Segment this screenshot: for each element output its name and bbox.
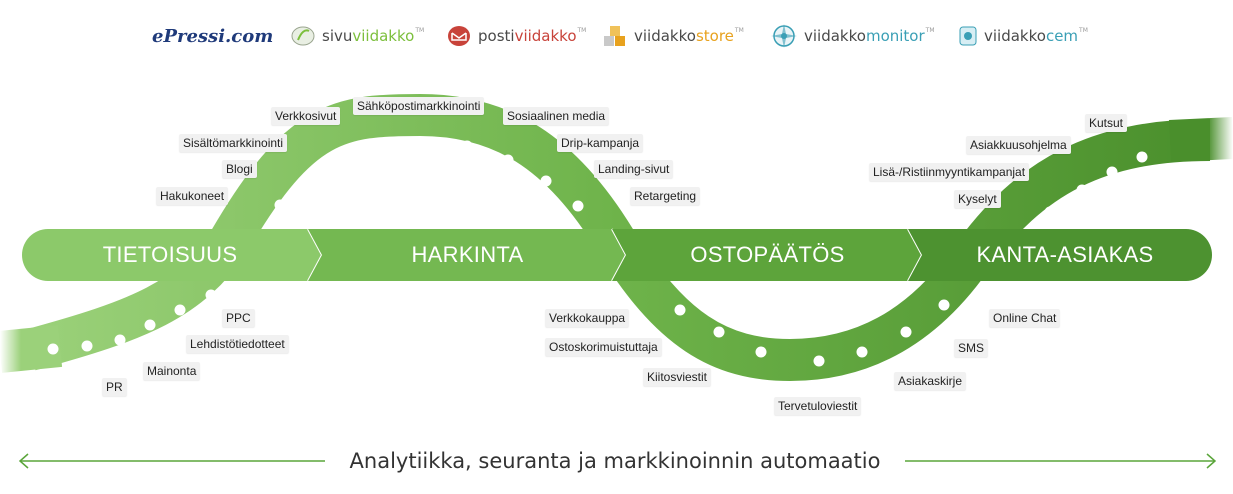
ribbon-dot <box>174 304 186 316</box>
tag-verkkokauppa: Verkkokauppa <box>545 309 630 327</box>
tag-drip-kampanja: Drip-kampanja <box>557 134 644 152</box>
tag-asiakaskirje: Asiakaskirje <box>894 372 967 390</box>
stage-segment-ostopaatos <box>612 229 922 281</box>
analytics-row: Analytiikka, seuranta ja markkinoinnin a… <box>0 446 1233 476</box>
viidakkostore-logo[interactable]: viidakkostoreTM <box>602 22 744 50</box>
ribbon-dot <box>144 319 156 331</box>
tag-landing-sivut: Landing-sivut <box>594 160 674 178</box>
tag-mainonta: Mainonta <box>143 362 201 380</box>
analytics-caption: Analytiikka, seuranta ja markkinoinnin a… <box>349 449 881 473</box>
stage-segment-kanta-asiakas <box>908 229 1212 281</box>
ribbon-dot <box>1106 166 1118 178</box>
boxes-icon <box>604 26 625 46</box>
ribbon-dot <box>1044 206 1056 218</box>
viidakkocem-logo-text: viidakkocemTM <box>984 27 1088 45</box>
epressi-logo-text: ePressi.com <box>152 25 274 47</box>
tag-ostoskorimuistuttaja: Ostoskorimuistuttaja <box>545 338 662 356</box>
ribbon-dot <box>900 326 912 338</box>
tag-sosiaalinen-media: Sosiaalinen media <box>503 107 610 125</box>
leaf-icon <box>291 26 315 46</box>
viidakkomonitor-logo-text: viidakkomonitorTM <box>804 27 935 45</box>
ribbon-dot <box>1076 184 1088 196</box>
tag-ppc: PPC <box>222 309 255 327</box>
analytics-arrowhead-right <box>1206 453 1217 469</box>
sivuviidakko-logo-text: sivuviidakkoTM <box>322 27 425 45</box>
ribbon-dot <box>1136 151 1148 163</box>
sivuviidakko-logo[interactable]: sivuviidakkoTM <box>290 22 424 50</box>
logo-bar: ePressi.com sivuviidakkoTM postiviidakko… <box>0 18 1233 54</box>
stage-ostopaatos: OSTOPÄÄTÖS <box>690 242 845 267</box>
tag-retargeting: Retargeting <box>630 187 701 205</box>
tag-kutsut: Kutsut <box>1085 114 1128 132</box>
postiviidakko-logo[interactable]: postiviidakkoTM <box>446 22 586 50</box>
tag-verkkosivut: Verkkosivut <box>271 107 341 125</box>
viidakkostore-logo-text: viidakkostoreTM <box>634 27 744 45</box>
ribbon-dot <box>755 346 767 358</box>
tag-lehdistotiedotteet: Lehdistötiedotteet <box>186 335 289 353</box>
ribbon-dot <box>305 176 317 188</box>
stage-kanta-asiakas: KANTA-ASIAKAS <box>976 242 1154 267</box>
tag-tervetuloviestit: Tervetuloviestit <box>774 397 862 415</box>
ribbon-dots <box>47 138 1148 367</box>
ribbon-dot <box>419 138 431 150</box>
ribbon-dot <box>81 340 93 352</box>
ribbon-dot <box>47 343 59 355</box>
tag-hakukoneet: Hakukoneet <box>156 187 229 205</box>
tag-online-chat: Online Chat <box>989 309 1061 327</box>
analytics-arrow <box>18 453 1217 469</box>
envelope-icon <box>448 26 470 46</box>
tag-lisa-ristiinmyyntikampanjat: Lisä-/Ristiinmyyntikampanjat <box>869 163 1030 181</box>
epressi-logo[interactable]: ePressi.com <box>152 22 273 50</box>
ribbon-dot <box>378 141 390 153</box>
viidakkocem-logo[interactable]: viidakkocemTM <box>958 22 1088 50</box>
stage-segment-harkinta <box>308 229 626 281</box>
ribbon-dot <box>341 154 353 166</box>
tag-kyselyt: Kyselyt <box>954 190 1001 208</box>
tag-sahkopostimarkkinointi: Sähköpostimarkkinointi <box>353 97 485 115</box>
badge-icon <box>959 26 977 46</box>
tag-asiakkuusohjelma: Asiakkuusohjelma <box>966 136 1071 154</box>
tag-blogi: Blogi <box>222 160 257 178</box>
tag-sisaltomarkkinointi: Sisältömarkkinointi <box>179 134 288 152</box>
viidakkomonitor-logo[interactable]: viidakkomonitorTM <box>770 22 935 50</box>
stage-harkinta: HARKINTA <box>411 242 524 267</box>
ribbon-dot <box>572 200 584 212</box>
ribbon-dot <box>205 289 217 301</box>
stage-bar <box>22 228 1212 282</box>
ribbon-dot <box>502 154 514 166</box>
tag-pr: PR <box>102 378 127 396</box>
stage-tietoisuus: TIETOISUUS <box>102 242 238 267</box>
ribbon-right-fade <box>1169 117 1233 162</box>
ribbon-dot <box>813 355 825 367</box>
ribbon-dot <box>114 334 126 346</box>
stage-segment-tietoisuus <box>22 229 322 281</box>
compass-icon <box>771 24 797 48</box>
postiviidakko-logo-text: postiviidakkoTM <box>478 27 587 45</box>
ribbon-dot <box>938 299 950 311</box>
ribbon-dot <box>856 346 868 358</box>
ribbon-dot <box>274 199 286 211</box>
ribbon-dot <box>674 304 686 316</box>
tag-sms: SMS <box>954 339 989 357</box>
analytics-arrowhead-left <box>18 453 29 469</box>
ribbon-dot <box>713 326 725 338</box>
ribbon-dot <box>461 140 473 152</box>
tag-kiitosviestit: Kiitosviestit <box>643 368 712 386</box>
ribbon-dot <box>540 175 552 187</box>
